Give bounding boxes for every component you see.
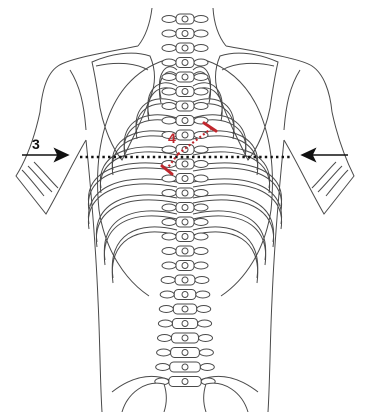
transverse-process xyxy=(162,175,176,182)
spinous-process xyxy=(182,16,188,22)
transverse-process xyxy=(194,103,208,110)
spinous-process xyxy=(182,234,188,240)
transverse-process xyxy=(194,161,208,168)
spinous-process xyxy=(182,60,188,66)
transverse-process xyxy=(194,175,208,182)
transverse-process xyxy=(160,291,174,298)
spinous-process xyxy=(182,306,188,312)
transverse-process xyxy=(157,349,171,356)
spinous-process xyxy=(182,248,188,254)
spinous-process xyxy=(182,321,188,327)
spinous-process xyxy=(182,364,188,370)
spinous-process xyxy=(182,379,188,385)
spinous-process xyxy=(182,292,188,298)
angle-label-4: 4 xyxy=(168,130,176,146)
spinous-process xyxy=(182,176,188,182)
transverse-process xyxy=(156,364,170,371)
transverse-process xyxy=(194,190,208,197)
transverse-process xyxy=(198,320,212,327)
transverse-process xyxy=(162,45,176,52)
transverse-process xyxy=(162,74,176,81)
transverse-process xyxy=(194,262,208,269)
spinous-process xyxy=(182,103,188,109)
transverse-process xyxy=(194,74,208,81)
transverse-process xyxy=(159,306,173,313)
spinous-process xyxy=(182,335,188,341)
transverse-process xyxy=(162,117,176,124)
transverse-process xyxy=(162,30,176,37)
spinous-process xyxy=(182,132,188,138)
transverse-process xyxy=(194,16,208,23)
transverse-process xyxy=(162,262,176,269)
transverse-process xyxy=(196,291,210,298)
spinous-process xyxy=(182,89,188,95)
transverse-process xyxy=(161,277,175,284)
transverse-process xyxy=(194,88,208,95)
transverse-process xyxy=(162,59,176,66)
transverse-process xyxy=(194,219,208,226)
transverse-process xyxy=(199,335,213,342)
transverse-process xyxy=(195,277,209,284)
right-arrow-icon xyxy=(302,149,348,161)
transverse-process xyxy=(162,204,176,211)
transverse-process xyxy=(194,233,208,240)
spinous-process xyxy=(182,31,188,37)
spinous-process xyxy=(182,277,188,283)
line-label-3: 3 xyxy=(32,136,40,152)
spinous-process xyxy=(182,74,188,80)
spinous-process xyxy=(182,190,188,196)
transverse-process xyxy=(199,349,213,356)
pelvis xyxy=(122,383,248,412)
transverse-process xyxy=(162,16,176,23)
transverse-process xyxy=(162,233,176,240)
transverse-process xyxy=(162,103,176,110)
spinous-process xyxy=(182,161,188,167)
transverse-process xyxy=(158,335,172,342)
spinous-process xyxy=(182,205,188,211)
transverse-process xyxy=(162,88,176,95)
transverse-process xyxy=(194,204,208,211)
spinous-process xyxy=(182,263,188,269)
spinous-process xyxy=(182,45,188,51)
transverse-process xyxy=(162,219,176,226)
transverse-process xyxy=(194,146,208,153)
transverse-process xyxy=(162,190,176,197)
transverse-process xyxy=(197,306,211,313)
transverse-process xyxy=(194,30,208,37)
transverse-process xyxy=(162,146,176,153)
spinous-process xyxy=(182,350,188,356)
spinous-process xyxy=(182,219,188,225)
transverse-process xyxy=(194,45,208,52)
spinous-process xyxy=(182,118,188,124)
transverse-process xyxy=(162,248,176,255)
transverse-process xyxy=(200,364,214,371)
transverse-process xyxy=(194,248,208,255)
transverse-process xyxy=(194,59,208,66)
transverse-process xyxy=(158,320,172,327)
